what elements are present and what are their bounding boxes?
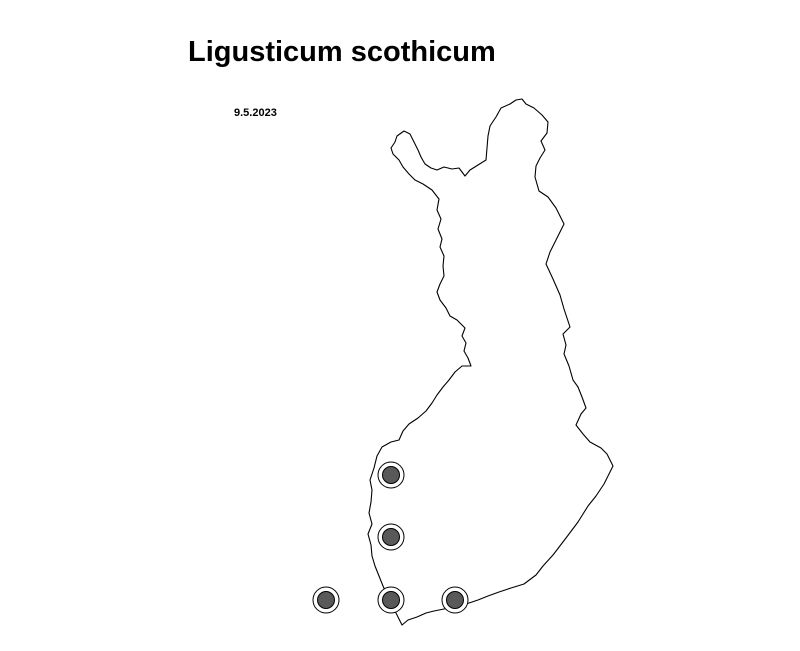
- observation-marker: [377, 461, 405, 489]
- country-outline: [367, 98, 614, 626]
- observation-marker: [377, 523, 405, 551]
- map-title: Ligusticum scothicum: [188, 36, 496, 68]
- map-date: 9.5.2023: [234, 107, 277, 119]
- observation-marker: [377, 586, 405, 614]
- observation-marker: [312, 586, 340, 614]
- observation-marker: [441, 586, 469, 614]
